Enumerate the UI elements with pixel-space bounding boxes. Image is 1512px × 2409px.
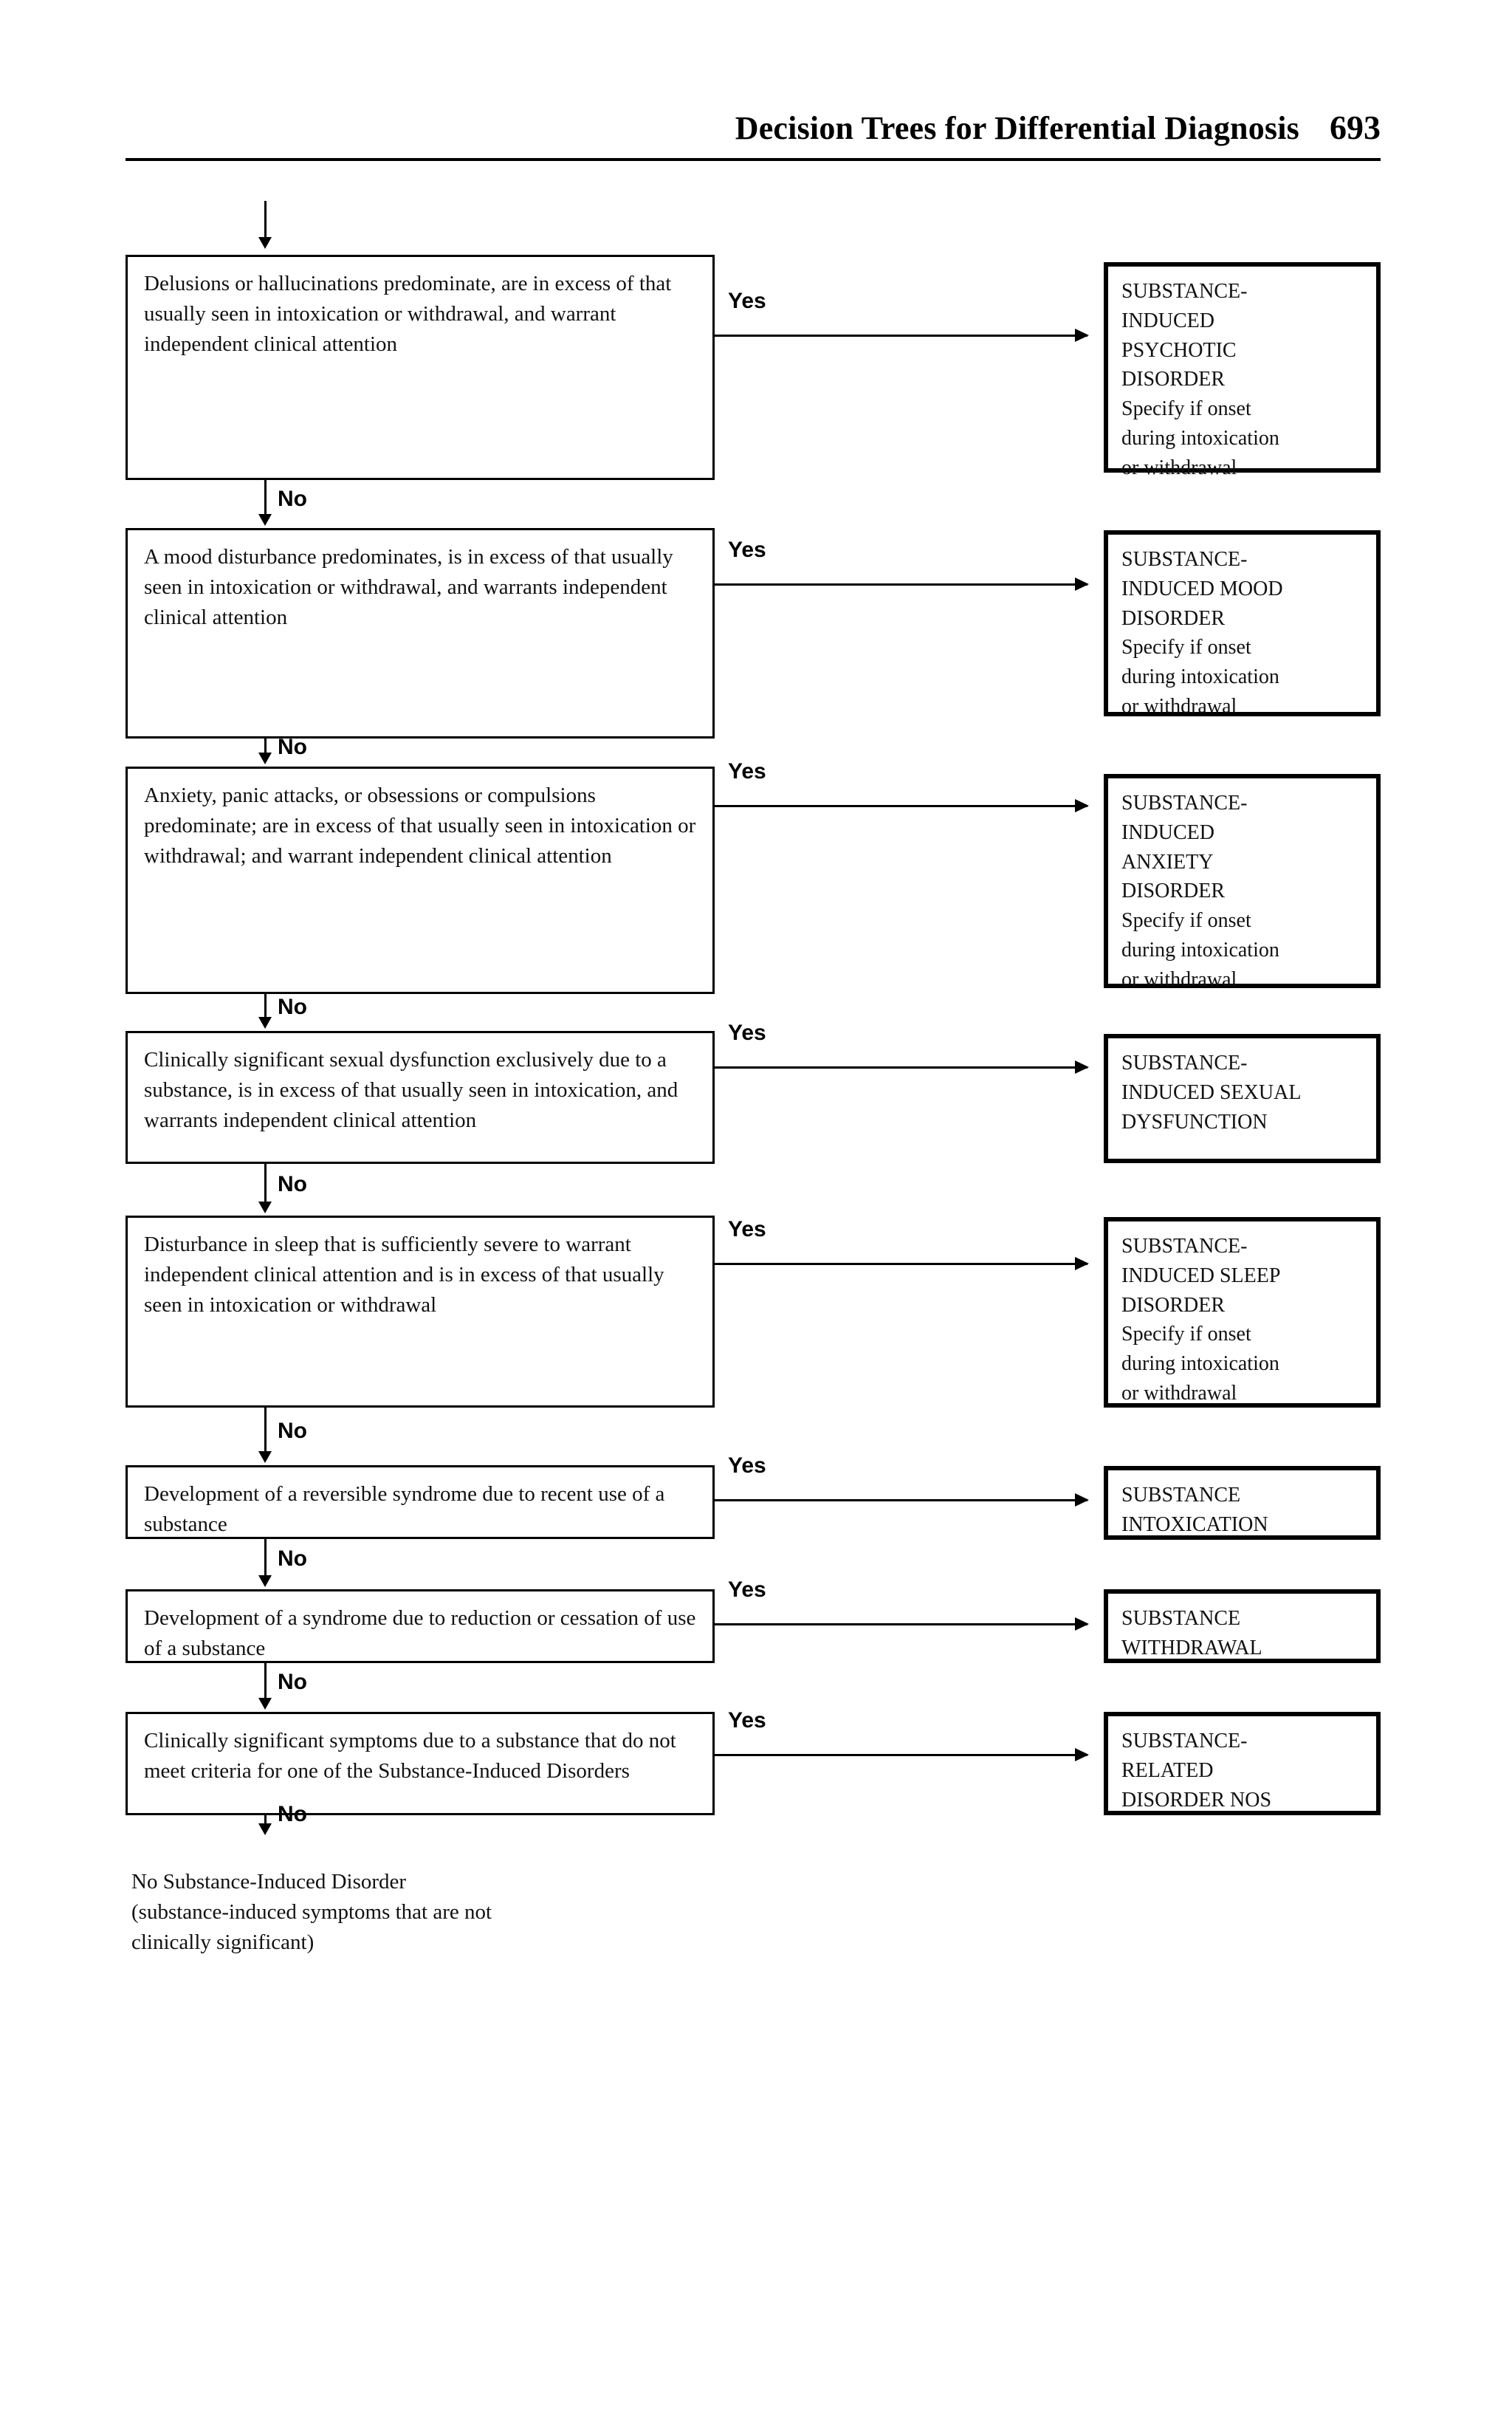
decision-box-psychotic[interactable]: Delusions or hallucinations predominate,…: [126, 255, 715, 480]
yes-arrow-anxiety: [715, 799, 1089, 812]
decision-question-mood: A mood disturbance predominates, is in e…: [144, 545, 673, 630]
outcome-box-psychotic[interactable]: SUBSTANCE- INDUCED PSYCHOTIC DISORDER Sp…: [1104, 262, 1381, 479]
page-number: 693: [1330, 109, 1381, 146]
terminal-no-disorder-text: No Substance-Induced Disorder (substance…: [131, 1870, 492, 1955]
decision-question-withdrawal: Development of a syndrome due to reducti…: [144, 1606, 696, 1661]
yes-arrow-psychotic: [715, 329, 1089, 342]
yes-label-withdrawal: Yes: [728, 1577, 766, 1602]
no-arrow-intoxication: [258, 1539, 272, 1587]
yes-arrow-withdrawal: [715, 1617, 1089, 1631]
yes-arrow-intoxication: [715, 1493, 1089, 1507]
yes-label-mood: Yes: [728, 538, 766, 562]
yes-arrow-mood: [715, 578, 1089, 591]
yes-label-intoxication: Yes: [728, 1453, 766, 1478]
down-arrow-icon: [258, 201, 272, 249]
no-arrow-psychotic: [258, 480, 272, 526]
outcome-box-intoxication[interactable]: SUBSTANCE INTOXICATION: [1104, 1466, 1381, 1540]
decision-question-intoxication: Development of a reversible syndrome due…: [144, 1482, 665, 1537]
no-label-sexual: No: [278, 1172, 307, 1196]
no-label-mood: No: [278, 735, 307, 759]
yes-arrow-sleep: [715, 1257, 1089, 1270]
decision-question-nos: Clinically significant symptoms due to a…: [144, 1729, 676, 1783]
outcome-label-mood: SUBSTANCE- INDUCED MOOD DISORDER Specify…: [1121, 548, 1283, 718]
no-arrow-withdrawal: [258, 1663, 272, 1710]
yes-label-sexual: Yes: [728, 1021, 766, 1045]
outcome-label-psychotic: SUBSTANCE- INDUCED PSYCHOTIC DISORDER Sp…: [1121, 280, 1279, 479]
no-label-withdrawal: No: [278, 1670, 307, 1694]
outcome-label-intoxication: SUBSTANCE INTOXICATION: [1121, 1484, 1268, 1536]
no-label-psychotic: No: [278, 486, 307, 511]
yes-label-nos: Yes: [728, 1708, 766, 1733]
no-label-intoxication: No: [278, 1546, 307, 1571]
decision-question-sleep: Disturbance in sleep that is sufficientl…: [144, 1233, 664, 1317]
outcome-label-anxiety: SUBSTANCE- INDUCED ANXIETY DISORDER Spec…: [1121, 792, 1279, 991]
decision-box-nos[interactable]: Clinically significant symptoms due to a…: [126, 1712, 715, 1815]
yes-label-anxiety: Yes: [728, 759, 766, 784]
decision-question-sexual: Clinically significant sexual dysfunctio…: [144, 1048, 678, 1133]
outcome-label-sexual: SUBSTANCE- INDUCED SEXUAL DYSFUNCTION: [1121, 1052, 1302, 1134]
yes-label-sleep: Yes: [728, 1217, 766, 1241]
decision-box-sleep[interactable]: Disturbance in sleep that is sufficientl…: [126, 1216, 715, 1408]
no-arrow-anxiety: [258, 994, 272, 1029]
no-label-nos: No: [278, 1802, 307, 1826]
no-arrow-sleep: [258, 1408, 272, 1463]
yes-arrow-sexual: [715, 1060, 1089, 1074]
outcome-box-sexual[interactable]: SUBSTANCE- INDUCED SEXUAL DYSFUNCTION: [1104, 1034, 1381, 1163]
outcome-box-anxiety[interactable]: SUBSTANCE- INDUCED ANXIETY DISORDER Spec…: [1104, 774, 1381, 991]
yes-label-psychotic: Yes: [728, 289, 766, 313]
no-arrow-nos: [258, 1815, 272, 1835]
outcome-label-sleep: SUBSTANCE- INDUCED SLEEP DISORDER Specif…: [1121, 1235, 1281, 1405]
outcome-box-withdrawal[interactable]: SUBSTANCE WITHDRAWAL: [1104, 1589, 1381, 1663]
no-arrow-sexual: [258, 1164, 272, 1213]
outcome-box-sleep[interactable]: SUBSTANCE- INDUCED SLEEP DISORDER Specif…: [1104, 1217, 1381, 1408]
decision-box-sexual[interactable]: Clinically significant sexual dysfunctio…: [126, 1031, 715, 1164]
decision-question-psychotic: Delusions or hallucinations predominate,…: [144, 272, 672, 357]
page-header: Decision Trees for Differential Diagnosi…: [126, 109, 1381, 168]
no-label-sleep: No: [278, 1419, 307, 1443]
header-divider: [126, 158, 1381, 161]
decision-box-mood[interactable]: A mood disturbance predominates, is in e…: [126, 528, 715, 739]
outcome-label-nos: SUBSTANCE- RELATED DISORDER NOS: [1121, 1730, 1272, 1812]
decision-question-anxiety: Anxiety, panic attacks, or obsessions or…: [144, 784, 696, 868]
no-label-anxiety: No: [278, 995, 307, 1019]
decision-box-intoxication[interactable]: Development of a reversible syndrome due…: [126, 1465, 715, 1539]
yes-arrow-nos: [715, 1748, 1089, 1761]
page-title: Decision Trees for Differential Diagnosi…: [735, 110, 1299, 146]
outcome-label-withdrawal: SUBSTANCE WITHDRAWAL: [1121, 1607, 1262, 1659]
outcome-box-mood[interactable]: SUBSTANCE- INDUCED MOOD DISORDER Specify…: [1104, 530, 1381, 718]
no-arrow-mood: [258, 739, 272, 764]
decision-box-anxiety[interactable]: Anxiety, panic attacks, or obsessions or…: [126, 767, 715, 994]
outcome-box-nos[interactable]: SUBSTANCE- RELATED DISORDER NOS: [1104, 1712, 1381, 1815]
decision-box-withdrawal[interactable]: Development of a syndrome due to reducti…: [126, 1589, 715, 1663]
